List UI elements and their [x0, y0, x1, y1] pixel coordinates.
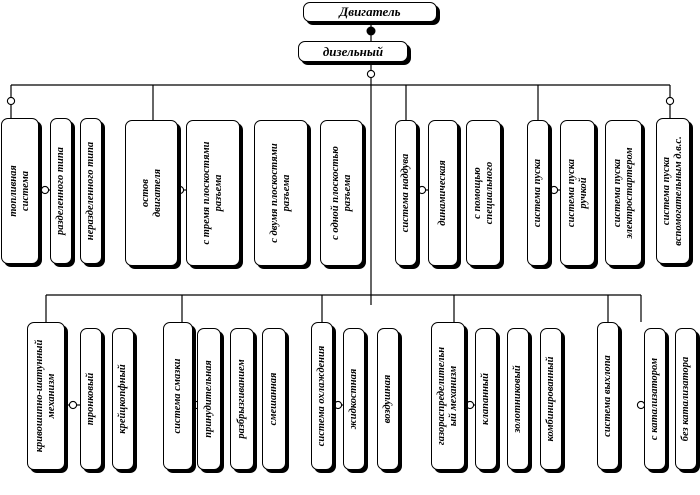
- boost-system-box: система наддува: [395, 120, 417, 266]
- valve-poppet-box: клапанный: [475, 328, 497, 470]
- cooling-air-box: воздушная: [377, 328, 399, 470]
- cooling-liquid-label: жидкостная: [348, 368, 359, 430]
- exhaust-system-box: система выхлопа: [597, 322, 619, 470]
- fuel-unseparated-label: неразделенного типа: [85, 141, 96, 241]
- start-system-box: система пуска: [527, 120, 549, 266]
- fuel-separated-box: разделенного типа: [50, 118, 72, 264]
- diesel-box: дизельный: [298, 41, 408, 62]
- crank-trunk-box: тронковый: [80, 328, 102, 470]
- crank-crosshead-label: крейцкопфный: [117, 364, 128, 434]
- crank-trunk-label: тронковый: [85, 372, 96, 426]
- valve-combined-box: комбинированный: [540, 328, 562, 470]
- lube-forced-box: принудительная: [197, 328, 221, 470]
- lube-splash-box: разбрызгиванием: [230, 328, 254, 470]
- lube-splash-label: разбрызгиванием: [236, 359, 247, 439]
- exhaust-system-label: система выхлопа: [602, 355, 613, 437]
- boost-system-label: система наддува: [400, 153, 411, 233]
- diesel-label: дизельный: [322, 43, 384, 59]
- boost-dynamic-box: динамическая: [428, 120, 458, 266]
- exhaust-no-catalyst-box: без катализатора: [675, 328, 697, 470]
- exhaust-catalyst-label: с катализатором: [649, 357, 660, 441]
- engine-box: Двигатель: [303, 2, 437, 22]
- valve-spool-box: золотниковый: [507, 328, 529, 470]
- cooling-liquid-box: жидкостная: [343, 328, 365, 470]
- fuel-separated-label: разделенного типа: [55, 147, 66, 235]
- valve-poppet-label: клапанный: [480, 372, 491, 426]
- cooling-air-label: воздушная: [382, 374, 393, 424]
- start-system-label: система пуска: [532, 158, 543, 228]
- crank-crosshead-box: крейцкопфный: [112, 328, 134, 470]
- exhaust-catalyst-box: с катализатором: [644, 328, 666, 470]
- lube-forced-label: принудительная: [203, 360, 214, 438]
- valve-spool-label: золотниковый: [512, 365, 523, 433]
- valve-combined-label: комбинированный: [545, 356, 556, 442]
- fuel-unseparated-box: неразделенного типа: [80, 118, 102, 264]
- boost-dynamic-label: динамическая: [437, 160, 448, 226]
- exhaust-no-catalyst-label: без катализатора: [680, 356, 691, 442]
- lube-system-box: система смазки: [163, 322, 193, 470]
- cooling-system-box: система охлаждения: [311, 322, 333, 470]
- lube-mixed-box: смешанная: [262, 328, 286, 470]
- cooling-system-label: система охлаждения: [316, 345, 327, 447]
- engine-label: Двигатель: [339, 4, 401, 19]
- lube-mixed-label: смешанная: [268, 372, 279, 426]
- lube-system-label: система смазки: [172, 358, 183, 434]
